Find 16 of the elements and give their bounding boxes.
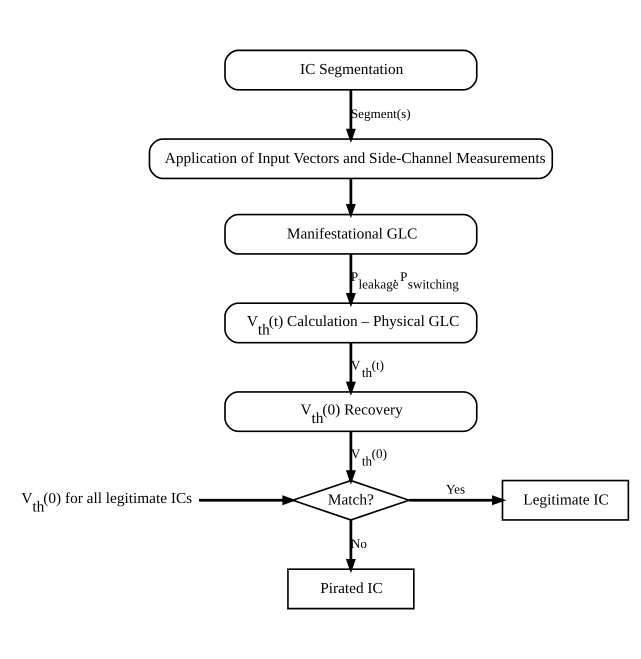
arrow <box>409 495 506 506</box>
node-box: Manifestational GLC <box>224 214 478 255</box>
node-box: Pirated IC <box>287 568 415 610</box>
arrow <box>346 520 356 574</box>
arrow <box>199 495 297 506</box>
arrow <box>346 342 356 396</box>
edge-label: Yes <box>446 481 466 496</box>
node-box: Legitimate IC <box>502 480 630 521</box>
edge-label: No <box>350 536 367 551</box>
node-box: IC Segmentation <box>224 50 478 91</box>
arrow <box>346 254 356 308</box>
arrow <box>346 90 356 144</box>
arrow <box>346 431 356 485</box>
edge-label: Segment(s) <box>350 106 411 121</box>
arrow <box>346 178 356 218</box>
node-box: Application of Input Vectors and Side-Channel Measurements <box>148 138 554 180</box>
